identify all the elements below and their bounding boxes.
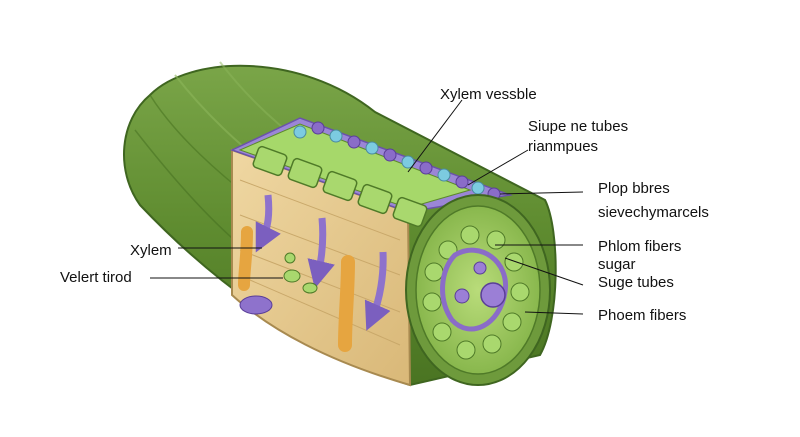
label-xylem-vessble: Xylem vessble (440, 86, 537, 104)
label-sugar: sugar (598, 256, 636, 274)
label-suge-tubes: Suge tubes (598, 274, 674, 292)
label-plop-bbres: Plop bbres (598, 180, 670, 198)
label-sievechymarcels: sievechymarcels (598, 204, 709, 222)
label-phoem-fibers: Phoem fibers (598, 307, 686, 325)
label-velert-tirod: Velert tirod (60, 269, 132, 287)
loose-phloem-cell (240, 296, 272, 314)
label-siupe-ne-tubes: Siupe ne tubes (528, 118, 628, 136)
label-phlom-fibers: Phlom fibers (598, 238, 681, 256)
label-xylem: Xylem (130, 242, 172, 260)
stem-cross-section-face (406, 195, 550, 385)
label-rianmpues: rianmpues (528, 138, 598, 156)
